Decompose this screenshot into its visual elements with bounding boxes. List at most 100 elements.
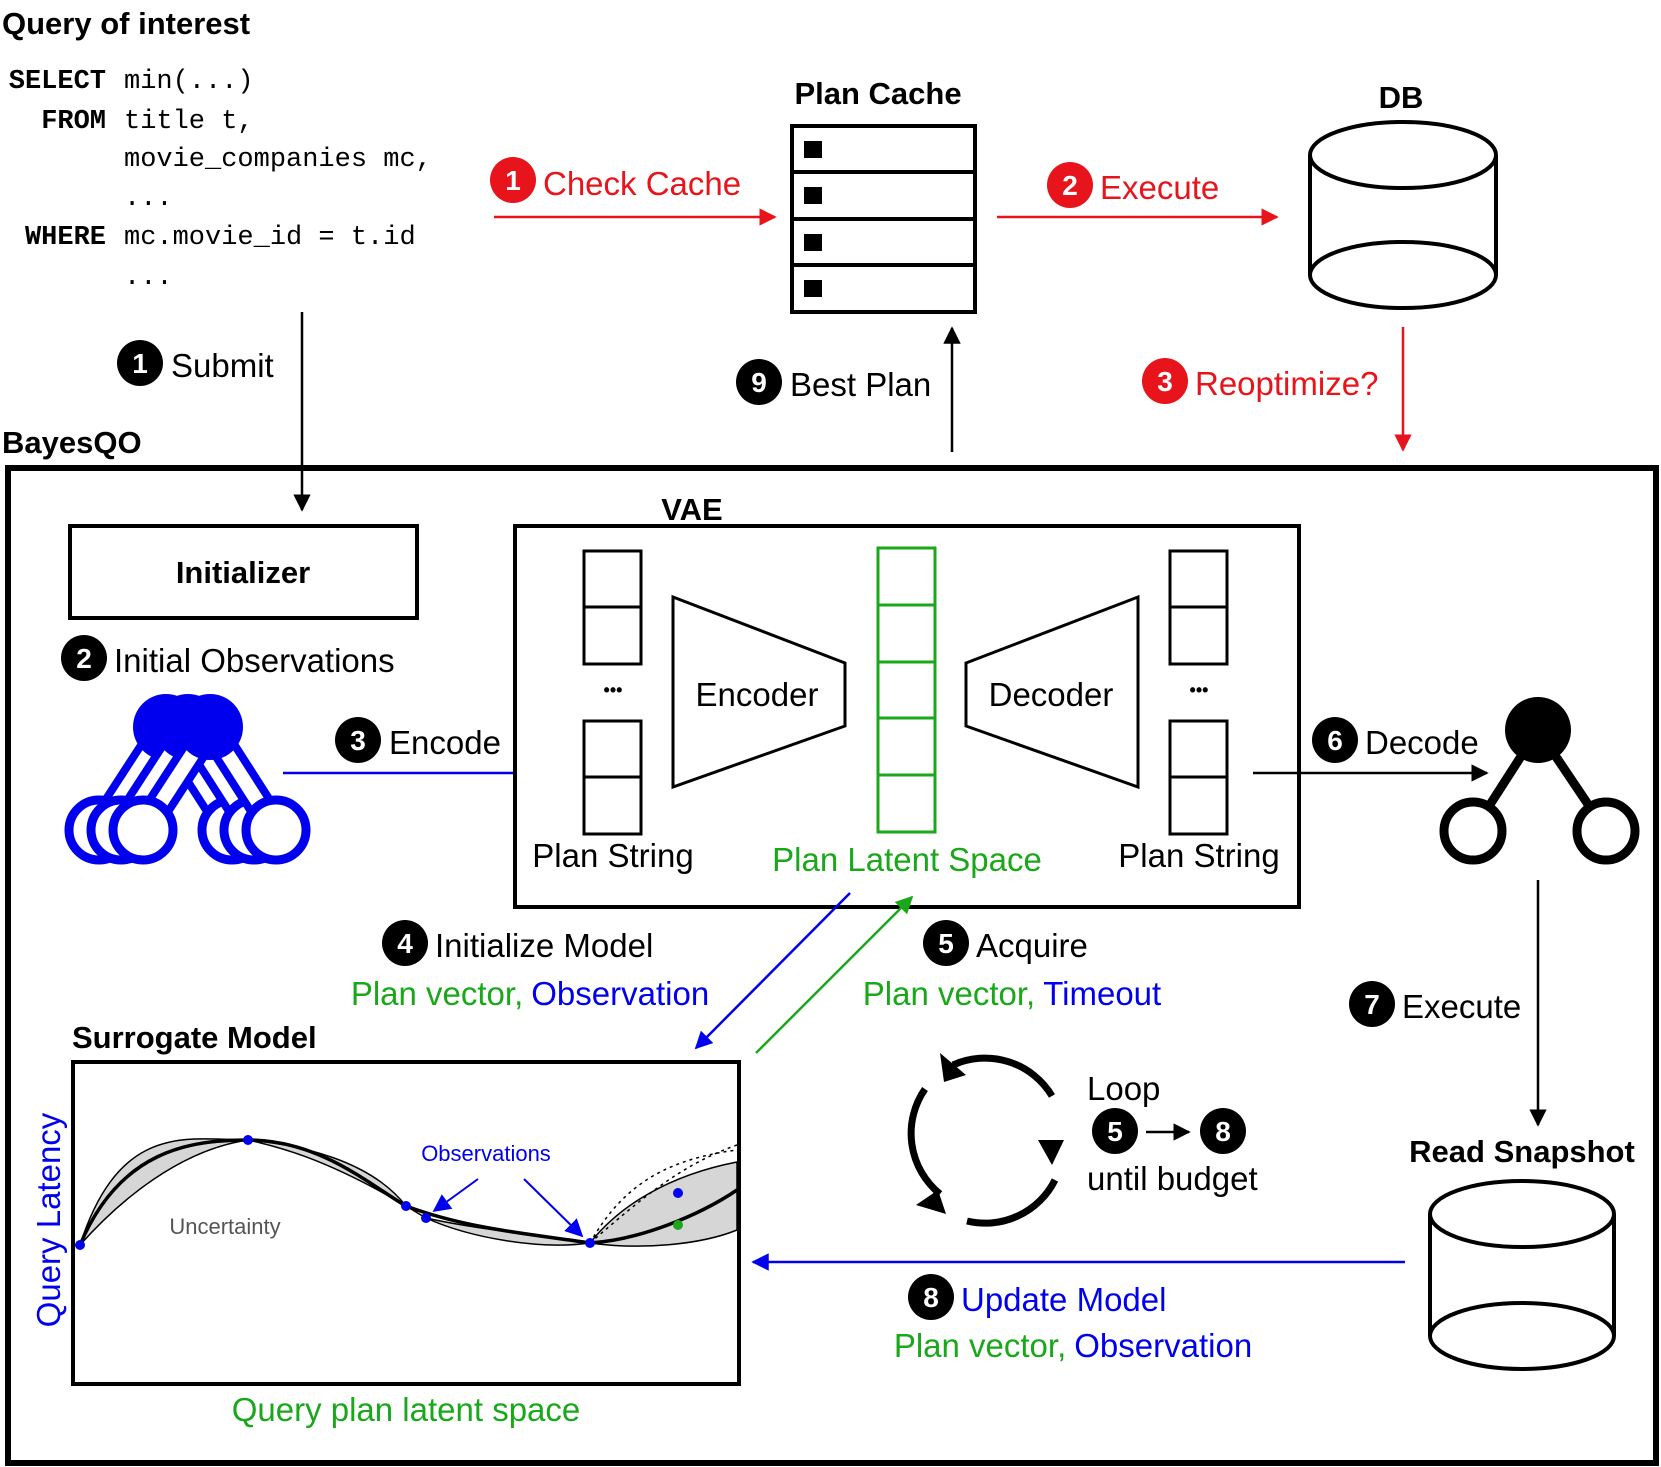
loop-from: 5 bbox=[1107, 1116, 1123, 1147]
candidate-point bbox=[673, 1220, 683, 1230]
step-update-model: 8 Update Model Plan vector,Observation bbox=[894, 1274, 1252, 1364]
sql-line: min(...) bbox=[124, 67, 254, 97]
surrogate-x-label: Query plan latent space bbox=[232, 1391, 581, 1428]
observation-point bbox=[243, 1135, 253, 1145]
ellipsis-left: ••• bbox=[604, 680, 623, 700]
step-reoptimize: 3 Reoptimize? bbox=[1142, 358, 1378, 404]
acquire-arrow bbox=[755, 895, 914, 1054]
step-label: Decode bbox=[1365, 724, 1479, 761]
uncertainty-band bbox=[588, 1161, 738, 1247]
step-badge bbox=[61, 635, 107, 681]
sql-line: title t, bbox=[124, 107, 254, 137]
database-icon bbox=[1308, 120, 1498, 310]
step-number: 1 bbox=[132, 348, 148, 379]
step-decode: 6 Decode bbox=[1312, 717, 1479, 763]
plan-string-output-icon bbox=[1168, 549, 1229, 836]
observations-annotation: Observations bbox=[421, 1141, 551, 1166]
observation-point bbox=[673, 1188, 683, 1198]
step-execute-snapshot: 7 Execute bbox=[1349, 981, 1521, 1027]
step-label: Best Plan bbox=[790, 366, 931, 403]
decoder-shape bbox=[964, 594, 1140, 790]
query-title: Query of interest bbox=[2, 6, 250, 41]
sql-line: mc.movie_id = t.id bbox=[124, 223, 416, 253]
step-label: Submit bbox=[171, 347, 274, 384]
sample-curve bbox=[589, 1144, 738, 1244]
loop-until: until budget bbox=[1087, 1160, 1258, 1197]
loop-label: Loop 5 8 until budget bbox=[1087, 1070, 1258, 1197]
step-badge bbox=[1200, 1108, 1246, 1154]
sql-keyword: WHERE bbox=[25, 223, 106, 253]
step-badge bbox=[117, 340, 163, 386]
loop-cycle-icon bbox=[907, 1054, 1059, 1227]
loop-arrowheads bbox=[916, 1053, 1064, 1214]
step-label: Encode bbox=[389, 724, 501, 761]
ellipsis-right: ••• bbox=[1190, 680, 1209, 700]
sql-keyword: FROM bbox=[41, 107, 106, 137]
vae-title: VAE bbox=[661, 492, 722, 527]
step-number: 4 bbox=[397, 928, 413, 959]
step-label: Execute bbox=[1100, 169, 1219, 206]
initial-plan-trees-icon bbox=[64, 694, 311, 865]
step-sublabel: Plan vector,Observation bbox=[894, 1327, 1252, 1364]
uncertainty-annotation: Uncertainty bbox=[169, 1214, 280, 1239]
loop-to: 8 bbox=[1215, 1116, 1231, 1147]
step-label: Execute bbox=[1402, 988, 1521, 1025]
observation-pointer bbox=[432, 1178, 479, 1213]
step-number: 2 bbox=[76, 643, 92, 674]
step-badge bbox=[923, 920, 969, 966]
step-badge bbox=[1312, 717, 1358, 763]
plan-cache-icon bbox=[790, 124, 977, 314]
decoder-label: Decoder bbox=[989, 676, 1114, 713]
step-label: Initial Observations bbox=[114, 642, 395, 679]
step-number: 6 bbox=[1327, 725, 1343, 756]
sample-curve bbox=[589, 1149, 738, 1244]
step-number: 7 bbox=[1364, 989, 1380, 1020]
bayesqo-title: BayesQO bbox=[2, 425, 142, 460]
step-label: Update Model bbox=[961, 1281, 1166, 1318]
initializer-label: Initializer bbox=[176, 555, 310, 590]
step-submit: 1 Submit bbox=[117, 340, 274, 386]
step-encode: 3 Encode bbox=[335, 717, 501, 763]
step-check-cache: 1 Check Cache bbox=[490, 157, 741, 203]
step-label: Reoptimize? bbox=[1195, 365, 1378, 402]
sql-line: ... bbox=[124, 184, 173, 214]
step-number: 1 bbox=[505, 165, 521, 196]
latent-space-label: Plan Latent Space bbox=[772, 841, 1042, 878]
step-badge bbox=[1142, 358, 1188, 404]
step-initial-observations: 2 Initial Observations bbox=[61, 635, 395, 681]
step-number: 2 bbox=[1062, 170, 1078, 201]
initializer-box bbox=[68, 524, 419, 620]
observation-pointer bbox=[523, 1178, 584, 1238]
step-acquire: 5 Acquire Plan vector,Timeout bbox=[863, 920, 1161, 1012]
observation-point bbox=[421, 1213, 431, 1223]
encoder-label: Encoder bbox=[696, 676, 819, 713]
plan-string-output-label: Plan String bbox=[1118, 837, 1279, 874]
step-label: Acquire bbox=[976, 927, 1088, 964]
step-badge bbox=[1092, 1108, 1138, 1154]
step-badge bbox=[908, 1274, 954, 1320]
step-execute-db: 2 Execute bbox=[1047, 162, 1219, 208]
step-badge bbox=[1349, 981, 1395, 1027]
step-number: 8 bbox=[923, 1282, 939, 1313]
step-number: 3 bbox=[350, 725, 366, 756]
observation-point bbox=[585, 1238, 595, 1248]
read-snapshot-title: Read Snapshot bbox=[1409, 1134, 1635, 1169]
bayesqo-frame bbox=[5, 465, 1659, 1466]
step-label: Initialize Model bbox=[435, 927, 653, 964]
plan-string-input-icon bbox=[582, 549, 643, 836]
step-sublabel: Plan vector,Observation bbox=[351, 975, 709, 1012]
latent-vector-icon bbox=[876, 546, 937, 834]
sql-keyword: SELECT bbox=[9, 67, 106, 97]
surrogate-y-label: Query Latency bbox=[30, 1112, 67, 1327]
snapshot-db-icon bbox=[1428, 1179, 1616, 1371]
step-badge bbox=[736, 359, 782, 405]
step-label: Check Cache bbox=[543, 165, 741, 202]
plan-cache-title: Plan Cache bbox=[794, 76, 961, 111]
step-number: 3 bbox=[1157, 366, 1173, 397]
step-initialize-model: 4 Initialize Model Plan vector,Observati… bbox=[351, 920, 709, 1012]
sql-line: ... bbox=[124, 263, 173, 293]
step-badge bbox=[382, 920, 428, 966]
step-badge bbox=[490, 157, 536, 203]
step-sublabel: Plan vector,Timeout bbox=[863, 975, 1161, 1012]
